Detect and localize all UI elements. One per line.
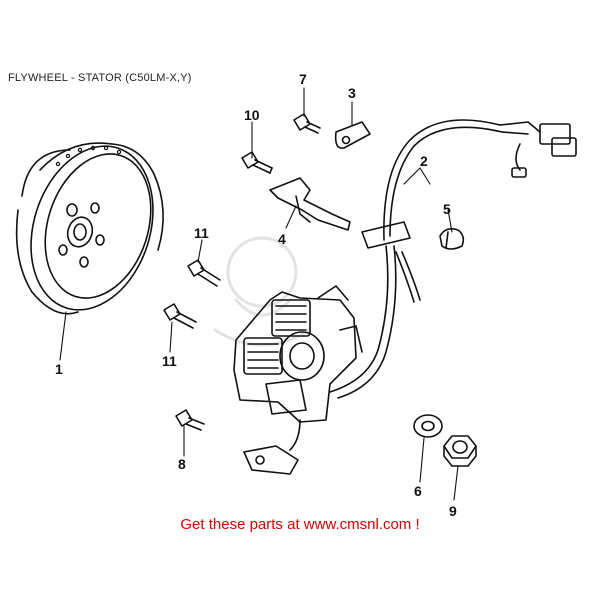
callout-11-lower: 11 (162, 353, 177, 369)
callout-11-upper: 11 (194, 225, 209, 241)
bracket-4-part (269, 177, 351, 231)
callout-2: 2 (420, 153, 428, 169)
leader-lines (59, 87, 459, 501)
clamp-3-part (334, 121, 371, 149)
wire-harness-2-part (329, 119, 577, 399)
bolt-8-part (175, 409, 205, 431)
callout-1: 1 (55, 361, 63, 377)
bolt-11-upper-part (187, 259, 221, 287)
callout-7: 7 (299, 71, 307, 87)
bolt-7-part (293, 113, 321, 134)
bolt-10-part (241, 151, 273, 174)
grommet-5-part (439, 228, 465, 250)
nut-9-part (443, 435, 477, 467)
callout-10: 10 (244, 107, 260, 123)
stator-part (233, 285, 363, 475)
washer-6-part (413, 414, 443, 438)
flywheel-part (15, 142, 164, 315)
diagram-title: FLYWHEEL - STATOR (C50LM-X,Y) (8, 72, 192, 84)
callout-3: 3 (348, 85, 356, 101)
callout-4: 4 (278, 231, 286, 247)
bolt-11-lower-part (163, 303, 197, 329)
callout-8: 8 (178, 456, 186, 472)
callout-9: 9 (449, 503, 457, 519)
footer-link-text[interactable]: Get these parts at www.cmsnl.com ! (180, 516, 420, 533)
callout-6: 6 (414, 483, 422, 499)
callout-5: 5 (443, 201, 451, 217)
watermark-logo (213, 236, 312, 347)
